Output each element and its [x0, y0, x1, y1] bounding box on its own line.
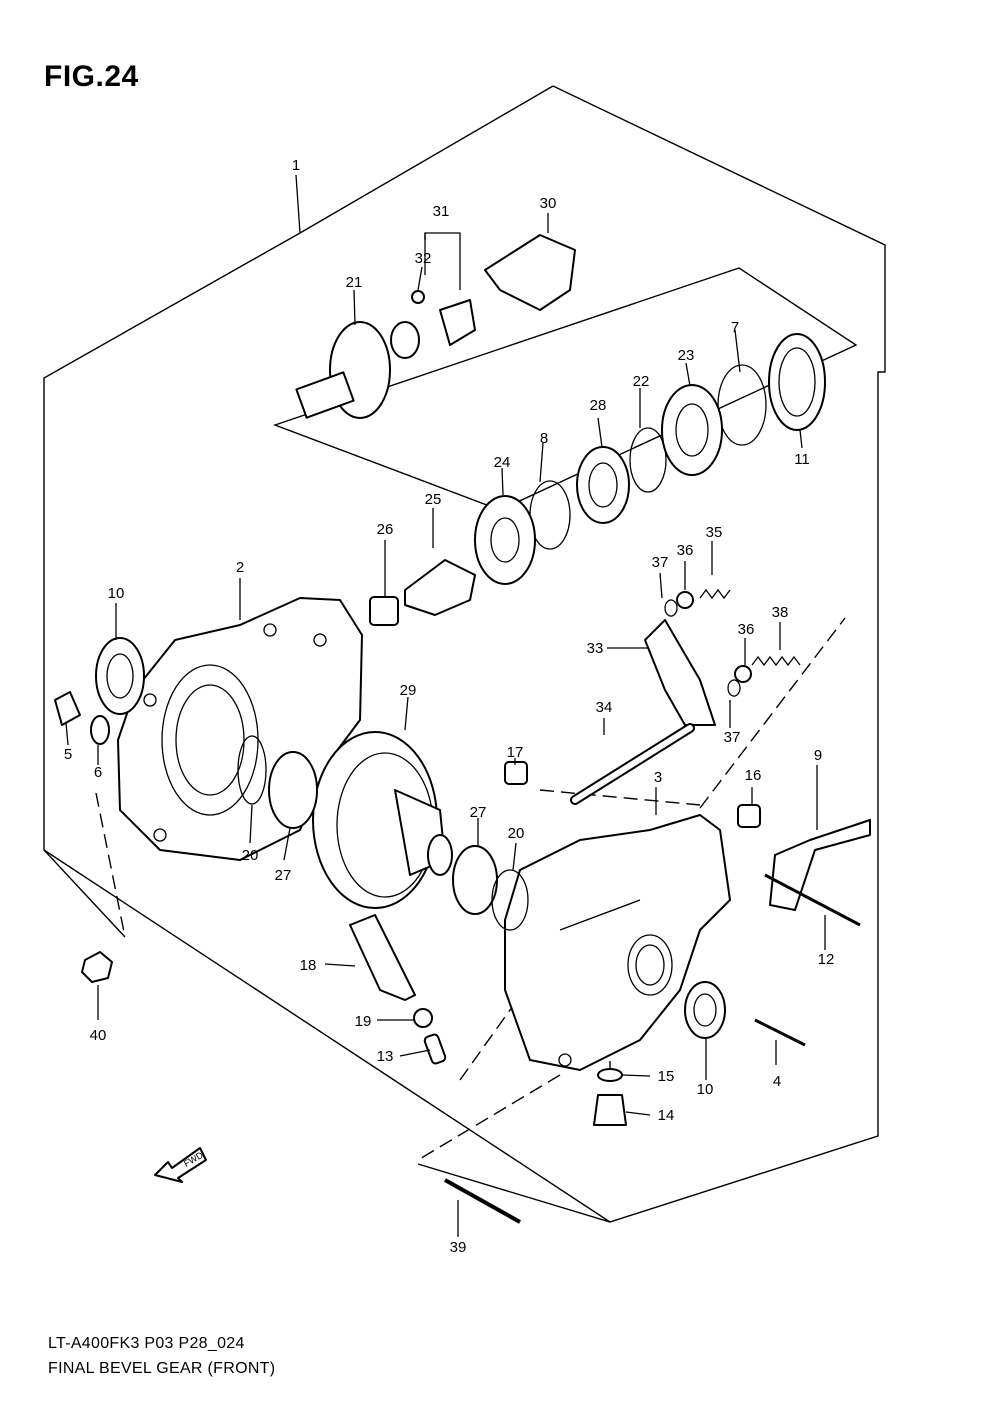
part-label-40: 40 — [90, 1027, 107, 1044]
part-label-23: 23 — [678, 347, 695, 364]
part-label-12: 12 — [818, 951, 835, 968]
part-label-36-lower: 36 — [738, 621, 755, 638]
part-label-38: 38 — [772, 604, 789, 621]
part-label-27-left: 27 — [275, 867, 292, 884]
part-label-18: 18 — [300, 957, 317, 974]
part-label-37-upper: 37 — [652, 554, 669, 571]
part-label-36-upper: 36 — [677, 542, 694, 559]
spring-38 — [751, 655, 801, 667]
part-number-labels: 1 2 3 4 5 6 7 8 9 10 10 11 12 13 14 15 1… — [64, 157, 835, 1256]
diagram-name: FINAL BEVEL GEAR (FRONT) — [48, 1360, 276, 1377]
part-label-30: 30 — [540, 195, 557, 212]
part-label-24: 24 — [494, 454, 511, 471]
part-label-39: 39 — [450, 1239, 467, 1256]
part-label-15: 15 — [658, 1068, 675, 1085]
oil-seal-11 — [768, 333, 826, 431]
bolt-39 — [444, 1178, 521, 1224]
part-label-35: 35 — [706, 524, 723, 541]
cross-joint — [439, 299, 476, 346]
part-label-22: 22 — [633, 373, 650, 390]
part-label-6: 6 — [94, 764, 102, 781]
part-label-3: 3 — [654, 769, 662, 786]
part-label-17: 17 — [507, 744, 524, 761]
breather-hose-18 — [349, 914, 416, 1001]
part-label-5: 5 — [64, 746, 72, 763]
bushing-16 — [737, 804, 761, 828]
gear-case-right — [504, 814, 731, 1071]
bearing-24 — [474, 495, 536, 585]
circlip-32 — [411, 290, 425, 304]
part-label-1: 1 — [292, 157, 300, 174]
universal-yoke — [484, 234, 576, 311]
part-label-37-lower: 37 — [724, 729, 741, 746]
part-label-29: 29 — [400, 682, 417, 699]
part-label-34: 34 — [596, 699, 613, 716]
output-shaft-flange — [295, 321, 420, 419]
part-label-9: 9 — [814, 747, 822, 764]
part-label-26: 26 — [377, 521, 394, 538]
bolt-4 — [754, 1018, 806, 1047]
clamp-19 — [413, 1008, 433, 1028]
part-label-10-right: 10 — [697, 1081, 714, 1098]
model-code: LT-A400FK3 P03 P28_024 — [48, 1335, 245, 1352]
plug-5 — [54, 691, 81, 726]
part-label-7: 7 — [731, 319, 739, 336]
circlip-22 — [629, 427, 667, 493]
ring-gear-differential — [312, 731, 453, 909]
washer-36-upper — [676, 591, 694, 609]
part-label-14: 14 — [658, 1107, 675, 1124]
oil-seal-10-right — [684, 981, 726, 1039]
nut-40 — [81, 951, 113, 983]
pinion-gear-25 — [404, 559, 476, 616]
part-label-13: 13 — [377, 1048, 394, 1065]
part-label-16: 16 — [745, 767, 762, 784]
bearing-27-right — [452, 845, 498, 915]
part-label-31: 31 — [433, 203, 450, 220]
bushing-17 — [504, 761, 528, 785]
part-label-21: 21 — [346, 274, 363, 291]
part-label-4: 4 — [773, 1073, 781, 1090]
bearing-27-left — [268, 751, 318, 829]
bolt-12 — [764, 873, 861, 927]
bracket-9 — [769, 819, 871, 911]
drain-plug-14 — [593, 1094, 627, 1126]
washer-6 — [90, 715, 110, 745]
leader-lines — [65, 174, 826, 1237]
part-label-20-right: 20 — [508, 825, 525, 842]
part-label-28: 28 — [590, 397, 607, 414]
figure-title: FIG.24 — [44, 60, 139, 93]
washer-36-lower — [734, 665, 752, 683]
part-label-2: 2 — [236, 559, 244, 576]
forward-direction-arrow: FWD — [154, 1147, 207, 1183]
bearing-28 — [576, 446, 630, 524]
part-label-25: 25 — [425, 491, 442, 508]
breather-cap-13 — [423, 1033, 447, 1065]
needle-bearing-26 — [369, 596, 399, 626]
shaft-subassembly-frame — [272, 267, 858, 511]
part-label-27-right: 27 — [470, 804, 487, 821]
gasket-15 — [597, 1068, 623, 1082]
part-label-20-left: 20 — [242, 847, 259, 864]
spring-35 — [699, 588, 731, 600]
part-label-11: 11 — [794, 451, 810, 468]
circlip-8 — [529, 480, 571, 550]
oil-seal-20-left — [237, 735, 267, 805]
bearing-23 — [661, 384, 723, 476]
oil-seal-10-left — [95, 637, 145, 715]
circlip-37-upper — [664, 599, 678, 617]
shift-fork-33 — [644, 619, 716, 726]
part-label-19: 19 — [355, 1013, 372, 1030]
circlip-37-lower — [727, 679, 741, 697]
part-label-32: 32 — [415, 250, 432, 267]
part-label-8: 8 — [540, 430, 548, 447]
part-label-33: 33 — [587, 640, 604, 657]
part-label-10-left: 10 — [108, 585, 125, 602]
oil-seal-20-right — [491, 869, 529, 931]
